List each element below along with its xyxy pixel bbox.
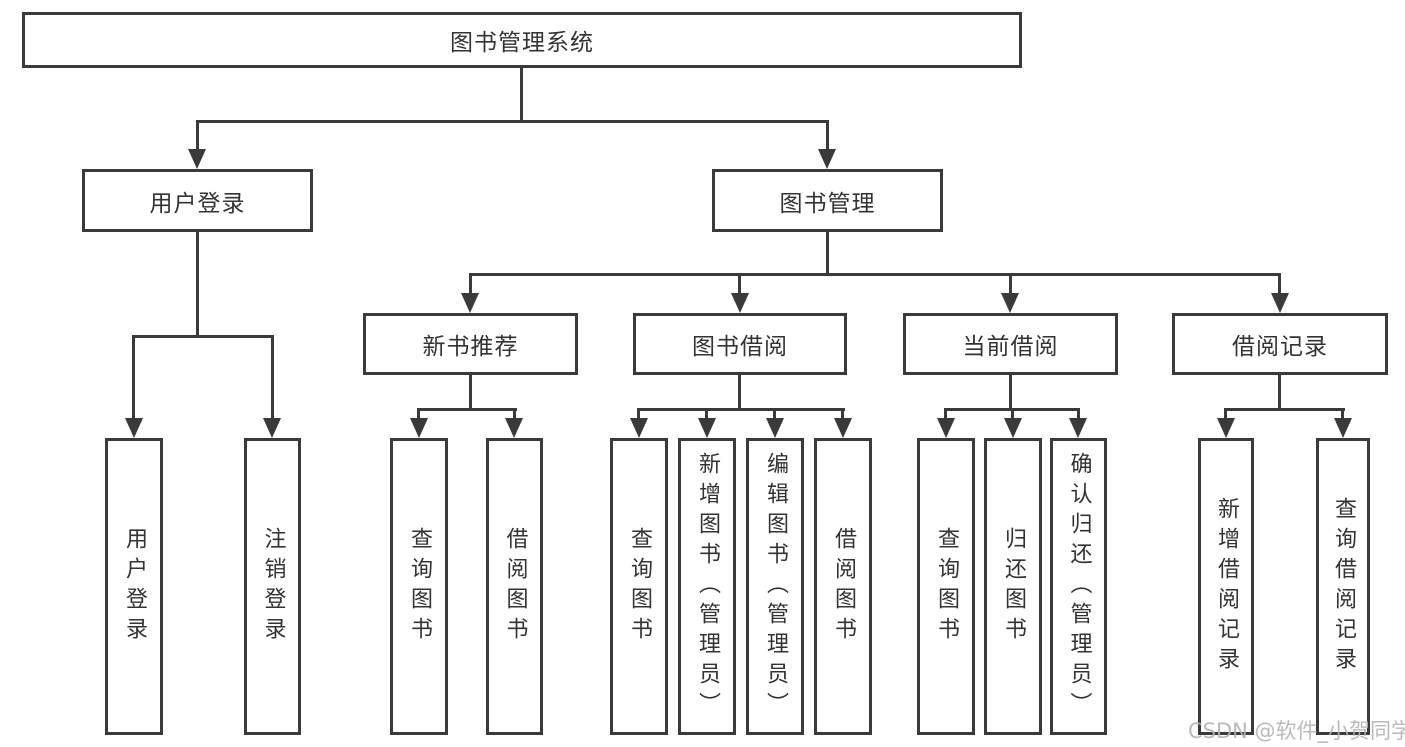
connector-line [513,408,516,421]
connector-line [132,335,274,338]
leaf-query-borrow-record: 查询借阅记录 [1316,438,1370,735]
node-borrow-records: 借阅记录 [1172,313,1388,375]
connector-line [841,408,844,421]
leaf-borrow-books-recommend: 借阅图书 [486,438,543,735]
node-root-label: 图书管理系统 [450,30,594,56]
connector-line [705,408,708,421]
arrow-down-icon [1334,418,1352,438]
node-book-management: 图书管理 [712,169,943,232]
connector-line [1224,408,1227,421]
arrow-down-icon [834,418,852,438]
arrow-down-icon [766,418,784,438]
arrow-down-icon [1271,293,1289,313]
arrow-down-icon [410,418,428,438]
leaf-query-books-borrow-label: 查询图书 [627,526,652,647]
node-new-book-recommend-label: 新书推荐 [422,334,519,360]
connector-line [1009,375,1012,411]
node-book-borrow: 图书借阅 [633,313,847,375]
leaf-borrow-books-label: 借阅图书 [831,526,856,647]
connector-line [469,375,472,411]
node-new-book-recommend: 新书推荐 [363,313,578,375]
connector-line [826,232,829,276]
leaf-add-borrow-record-label: 新增借阅记录 [1214,496,1239,677]
connector-line [1009,273,1012,297]
connector-line [738,273,741,297]
node-user-login-label: 用户登录 [149,190,246,217]
leaf-add-book-admin: 新增图书（管理员） [678,438,736,735]
node-current-borrow: 当前借阅 [903,313,1118,375]
leaf-query-borrow-record-label: 查询借阅记录 [1331,496,1356,677]
arrow-down-icon [1004,418,1022,438]
connector-line [1278,273,1281,297]
connector-line [637,408,640,421]
connector-line [196,232,199,338]
connector-line [1077,408,1080,421]
connector-line [469,273,1281,276]
leaf-return-books: 归还图书 [984,438,1042,735]
leaf-edit-book-admin-label: 编辑图书（管理员） [763,451,788,722]
leaf-logout-label: 注销登录 [260,526,286,647]
leaf-user-login: 用户登录 [105,438,163,735]
arrow-down-icon [1069,418,1087,438]
leaf-query-books-current: 查询图书 [917,438,975,735]
leaf-logout: 注销登录 [244,438,301,735]
leaf-add-borrow-record: 新增借阅记录 [1198,438,1254,735]
connector-line [1341,408,1344,421]
connector-line [196,120,829,123]
arrow-down-icon [505,418,523,438]
node-book-management-label: 图书管理 [779,190,876,217]
connector-line [196,120,199,152]
leaf-return-books-label: 归还图书 [1001,526,1026,647]
connector-line [417,408,420,421]
leaf-query-books-recommend-label: 查询图书 [407,526,432,647]
arrow-down-icon [937,418,955,438]
connector-line [1011,408,1014,421]
leaf-edit-book-admin: 编辑图书（管理员） [746,438,804,735]
leaf-borrow-books: 借阅图书 [814,438,872,735]
leaf-query-books-recommend: 查询图书 [390,438,448,735]
node-user-login: 用户登录 [82,169,313,232]
arrow-down-icon [818,149,836,169]
leaf-borrow-books-recommend-label: 借阅图书 [502,526,528,647]
connector-line [1224,408,1345,411]
leaf-confirm-return-admin: 确认归还（管理员） [1050,438,1107,735]
connector-line [271,335,274,421]
connector-line [773,408,776,421]
node-root: 图书管理系统 [22,12,1022,68]
node-book-borrow-label: 图书借阅 [692,334,788,360]
arrow-down-icon [630,418,648,438]
arrow-down-icon [1217,418,1235,438]
leaf-query-books-current-label: 查询图书 [934,526,959,647]
connector-line [738,375,741,411]
connector-line [826,120,829,152]
arrow-down-icon [263,418,281,438]
node-borrow-records-label: 借阅记录 [1232,334,1328,360]
leaf-add-book-admin-label: 新增图书（管理员） [695,451,720,722]
connector-line [944,408,947,421]
connector-line [132,335,135,421]
connector-line [469,273,472,297]
leaf-user-login-label: 用户登录 [122,526,147,647]
connector-line [1278,375,1281,411]
connector-line [417,408,517,411]
arrow-down-icon [698,418,716,438]
arrow-down-icon [461,293,479,313]
node-current-borrow-label: 当前借阅 [962,334,1059,360]
leaf-query-books-borrow: 查询图书 [610,438,668,735]
arrow-down-icon [125,418,143,438]
connector-line [637,408,845,411]
arrow-down-icon [731,293,749,313]
leaf-confirm-return-admin-label: 确认归还（管理员） [1066,451,1092,722]
connector-line [520,68,523,120]
arrow-down-icon [1001,293,1019,313]
arrow-down-icon [188,149,206,169]
watermark: CSDN @软件_小贺同学 [1188,719,1405,743]
